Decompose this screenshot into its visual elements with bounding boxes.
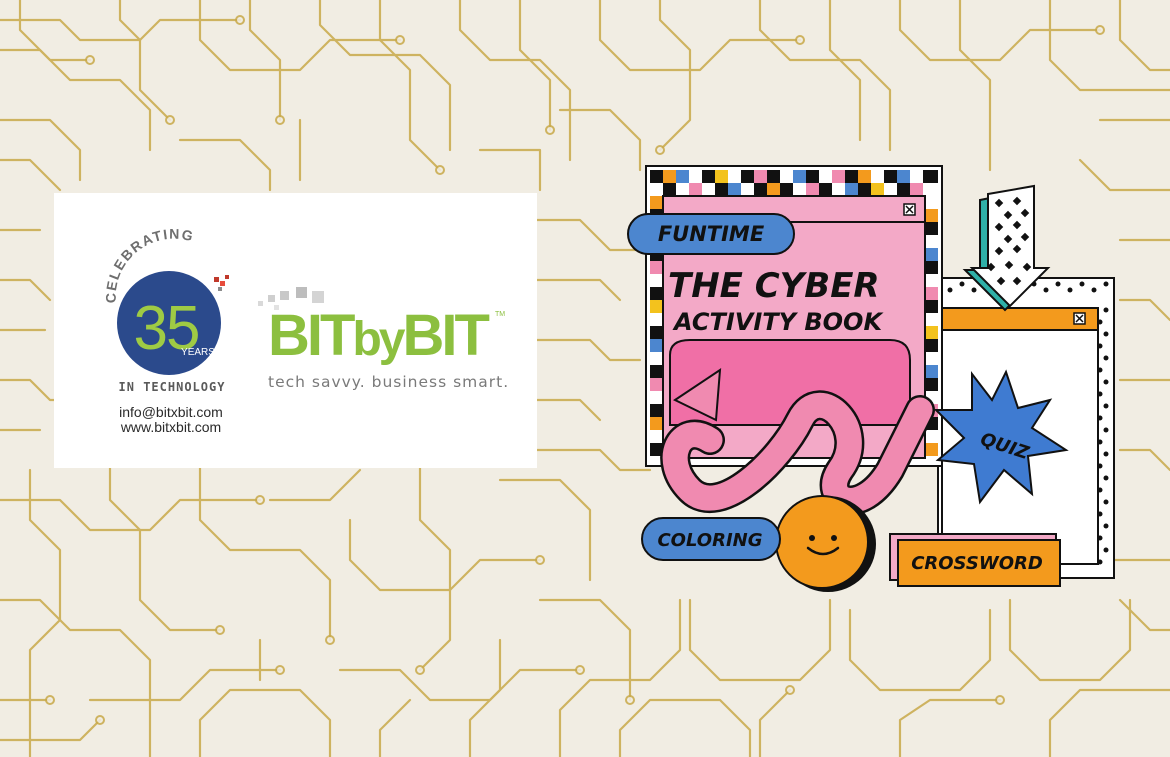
contact-email[interactable]: info@bitxbit.com (119, 404, 223, 420)
book-title-line2: ACTIVITY BOOK (672, 308, 884, 336)
anniversary-badge: CELEBRATING 35 YEARS IN TECHNOLOGY (103, 226, 229, 393)
contact-website[interactable]: www.bitxbit.com (120, 419, 222, 435)
coloring-label: COLORING (657, 530, 762, 551)
badge-number: 35 (134, 294, 199, 363)
pixel-cubes-icon (258, 287, 324, 310)
squiggle-arrow-icon (660, 368, 935, 516)
coloring-pill: COLORING (641, 517, 781, 561)
crossword-label: CROSSWORD (911, 553, 1043, 574)
crossword-tag: CROSSWORD (889, 533, 1061, 587)
funtime-label: FUNTIME (658, 222, 765, 246)
funtime-pill: FUNTIME (627, 213, 795, 255)
badge-years: YEARS (181, 347, 215, 358)
smiley-face-icon (775, 495, 876, 592)
badge-flag-icon (214, 275, 229, 291)
trademark-symbol: TM (495, 311, 506, 318)
company-logo-card: CELEBRATING 35 YEARS IN TECHNOLOGY info@… (54, 193, 537, 468)
cyber-activity-book-illustration: THE CYBER ACTIVITY BOOK FUNTIME QUIZ COL… (627, 165, 1115, 592)
badge-in-technology: IN TECHNOLOGY (119, 380, 226, 393)
bitbybit-logo: BITbyBIT TM tech savvy. business smart. (244, 285, 524, 395)
quiz-window-close-icon (1073, 312, 1086, 325)
badge-circle (117, 271, 221, 375)
brand-tagline: tech savvy. business smart. (268, 373, 510, 391)
book-title-line1: THE CYBER (668, 266, 880, 306)
brand-name: BITbyBIT (268, 303, 490, 368)
quiz-starburst: QUIZ (933, 369, 1069, 505)
down-arrow-icon (962, 184, 1051, 312)
main-window-close-icon (903, 203, 916, 216)
contact-info: info@bitxbit.com www.bitxbit.com (96, 405, 246, 435)
